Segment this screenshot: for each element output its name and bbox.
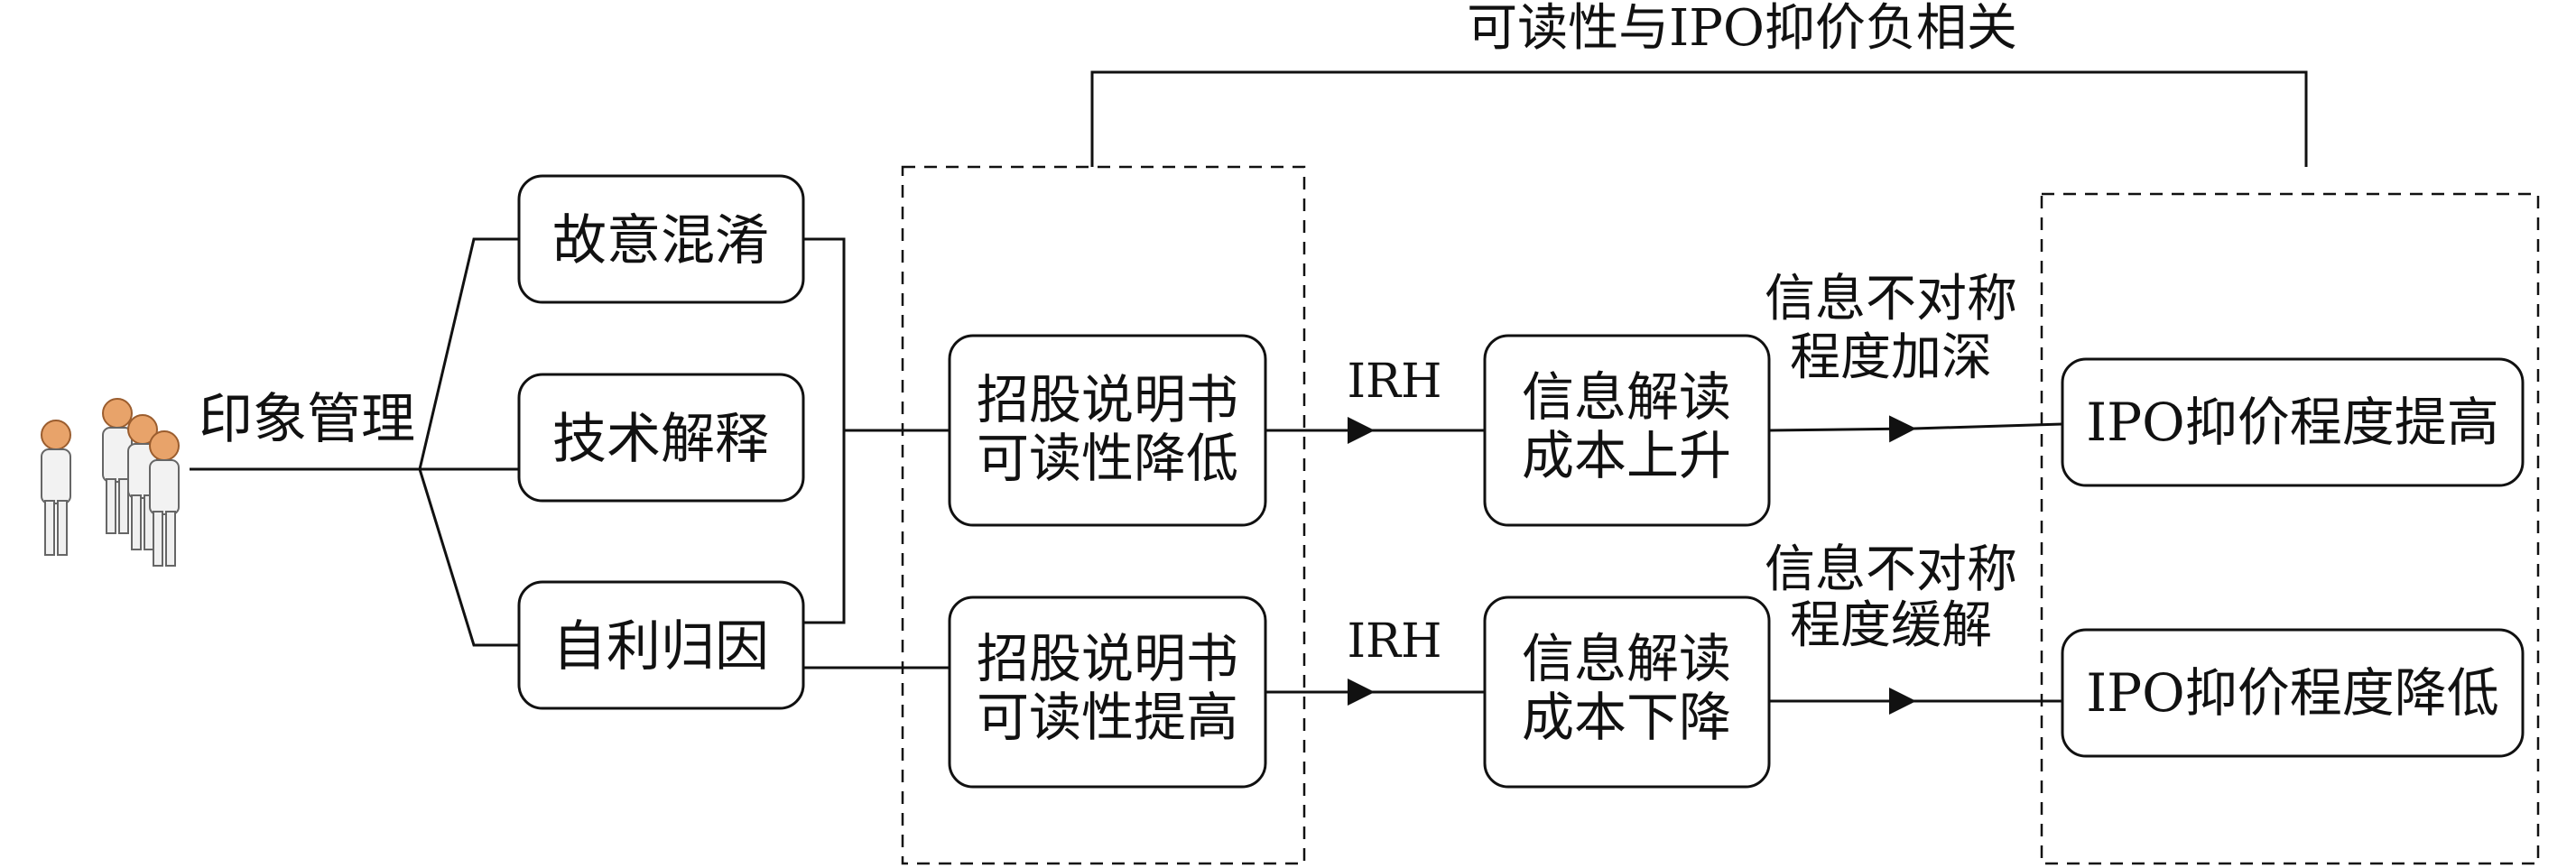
- readability-low-line1: 招股说明书: [977, 369, 1238, 430]
- strategy-obfuscation-label: 故意混淆: [552, 209, 769, 272]
- readability-low-line2: 可读性降低: [977, 428, 1238, 489]
- strategy-technical-label: 技术解释: [552, 408, 769, 471]
- readability-high-line2: 可读性提高: [977, 687, 1238, 748]
- irh-label-lower: IRH: [1347, 614, 1441, 669]
- strategy-selfserving-box: [517, 580, 805, 710]
- cost-up-line2: 成本上升: [1522, 425, 1731, 486]
- cost-up-to-outcome-arrow: [1768, 415, 1916, 443]
- cost-up-to-outcome-connector: [1913, 422, 2063, 430]
- asym-up-line1: 信息不对称: [1765, 270, 2017, 328]
- irh-label-upper: IRH: [1347, 355, 1441, 409]
- top-relation-label: 可读性与IPO抑价负相关: [1467, 0, 2017, 58]
- asym-down-line1: 信息不对称: [1765, 540, 2017, 599]
- branch-to-selfserving-line: [418, 468, 519, 647]
- cost-down-line1: 信息解读: [1522, 628, 1731, 689]
- cost-down-line2: 成本下降: [1522, 687, 1731, 748]
- readability-high-line1: 招股说明书: [977, 628, 1238, 689]
- strategy-technical-box: [517, 373, 805, 503]
- asym-up-line2: 程度加深: [1790, 328, 1992, 387]
- strategy-selfserving-label: 自利归因: [552, 615, 769, 679]
- outcome-down-label: IPO抑价程度降低: [2086, 662, 2499, 724]
- asym-down-line2: 程度缓解: [1790, 596, 1992, 655]
- top-relation-connector: [1090, 70, 2308, 167]
- cost-down-box: [1483, 596, 1771, 789]
- readability-dashed-group: [901, 165, 1306, 865]
- cost-up-line1: 信息解读: [1522, 366, 1731, 428]
- outcome-up-label: IPO抑价程度提高: [2086, 392, 2499, 453]
- outcome-down-box: [2061, 628, 2525, 758]
- people-group-icon: [41, 398, 180, 567]
- outcome-dashed-group: [2040, 192, 2540, 865]
- outcome-up-box: [2061, 357, 2525, 487]
- branch-to-obfuscation-line: [418, 237, 519, 470]
- impression-management-label: 印象管理: [199, 388, 415, 451]
- bracket-to-low-readability: [803, 237, 846, 624]
